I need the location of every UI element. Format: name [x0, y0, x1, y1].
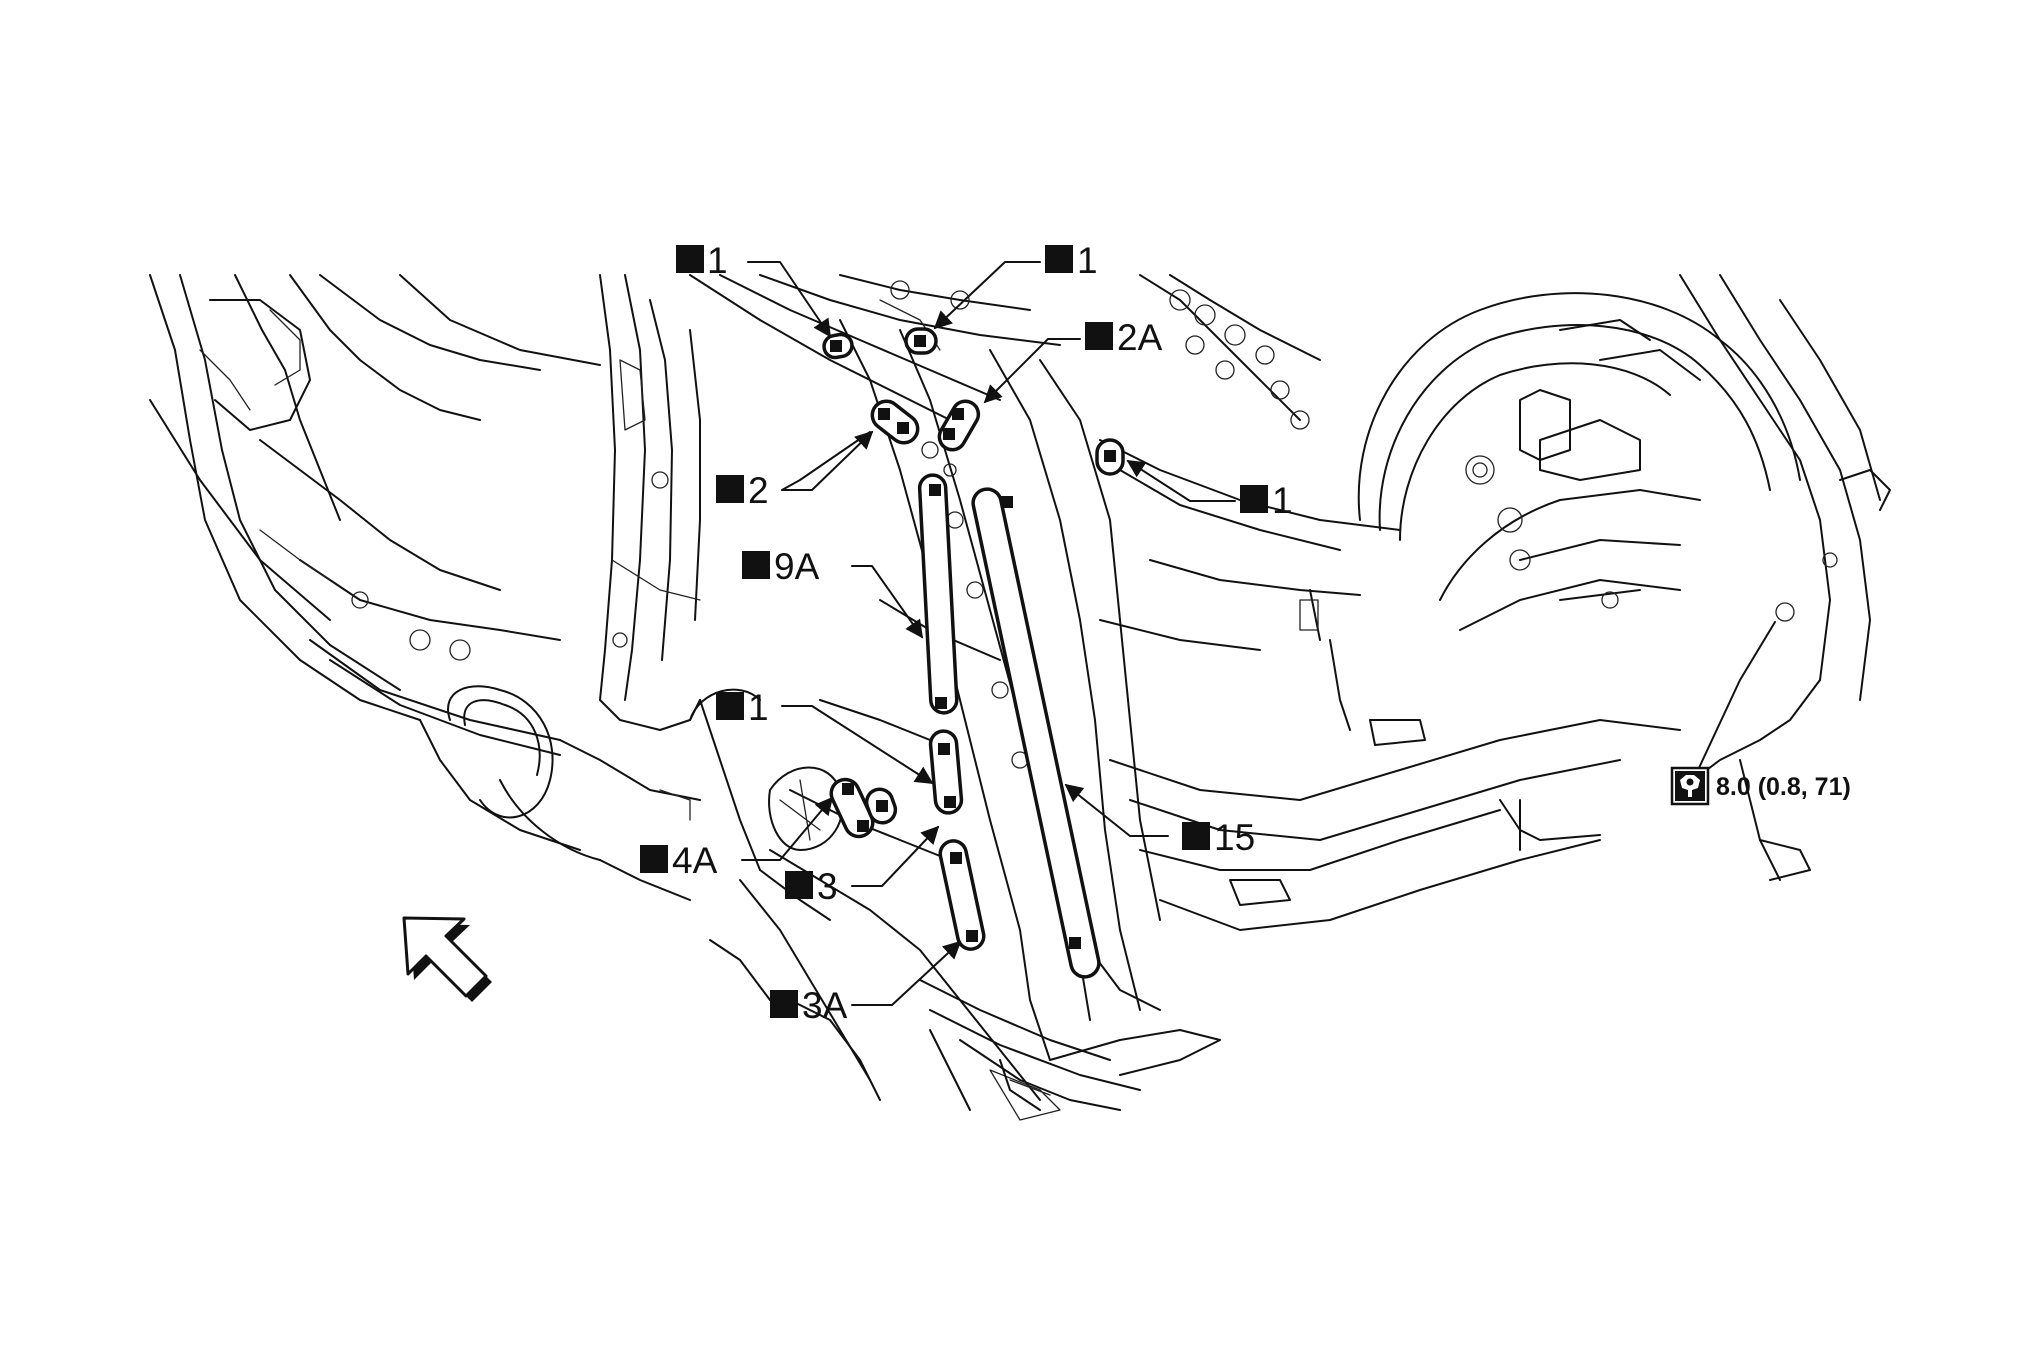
callout-1-top-left-text: 1 [707, 240, 728, 281]
callout-1-top-right: 1 [1045, 240, 1098, 281]
sealant-seg-15 [971, 487, 1101, 979]
torque-spec: 8.0 (0.8, 71) [1670, 766, 1851, 806]
callout-3A-text: 3A [802, 985, 848, 1026]
callout-1-top-right-text: 1 [1077, 240, 1098, 281]
leader-lines [741, 261, 1776, 1006]
sealant-seg-3A [938, 839, 986, 951]
torque-wrench-icon [1670, 766, 1710, 806]
callout-1-top-left: 1 [676, 240, 728, 281]
front-direction-arrow-icon [402, 916, 492, 1002]
callout-9A-text: 9A [774, 546, 820, 587]
callout-1-right-text: 1 [1272, 480, 1293, 521]
callout-4A-text: 4A [672, 840, 718, 881]
callout-15: 15 [1182, 817, 1255, 858]
callout-1-mid: 1 [716, 687, 769, 728]
torque-spec-text: 8.0 (0.8, 71) [1716, 773, 1851, 801]
sealant-segments [822, 327, 1125, 979]
callout-1-right: 1 [1240, 480, 1293, 521]
callout-2: 2 [716, 470, 769, 511]
callout-3-text: 3 [817, 866, 838, 907]
callout-2A: 2A [1085, 317, 1163, 358]
callout-2A-text: 2A [1117, 317, 1163, 358]
callout-4A: 4A [640, 840, 718, 881]
callout-2-text: 2 [748, 470, 769, 511]
callout-1-mid-text: 1 [748, 687, 769, 728]
body-structure-linework [149, 274, 1891, 1121]
callout-3A: 3A [770, 985, 848, 1026]
callout-3: 3 [785, 866, 838, 907]
sealant-seg-2A [937, 399, 981, 452]
callout-15-text: 15 [1214, 817, 1255, 858]
callout-9A: 9A [742, 546, 820, 587]
sealant-seg-9A [917, 473, 959, 715]
